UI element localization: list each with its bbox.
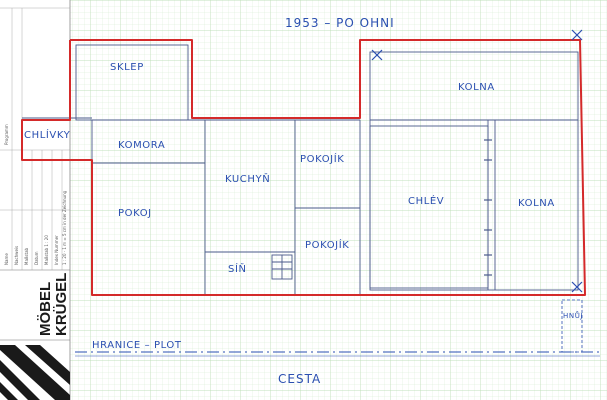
- title-block-field: Programm: [4, 124, 9, 145]
- title-block-field: Index Nummer: [54, 235, 59, 265]
- room-label-sklep: SKLEP: [110, 62, 144, 73]
- title-block-field: Datum: [34, 251, 39, 265]
- title-block-field: Maßstab 1 : 20: [44, 235, 49, 265]
- room-label-pokojik-bottom: POKOJÍK: [305, 238, 349, 251]
- room-label-komora: KOMORA: [118, 140, 165, 151]
- title-block-field: 1 : 20 · 1 m = 5 cm in der Zeichnung: [62, 190, 67, 265]
- boundary-label: HRANICE – PLOT: [92, 340, 182, 351]
- title-block: Name Nachweis Maßstab Datum Maßstab 1 : …: [0, 0, 71, 400]
- title-block-field: Nachweis: [14, 246, 19, 265]
- room-label-kolna-right: KOLNA: [518, 198, 555, 209]
- svg-text:MÖBEL: MÖBEL: [37, 282, 54, 336]
- room-label-kolna-top: KOLNA: [458, 82, 495, 93]
- room-label-chlivky: CHLÍVKY: [24, 128, 71, 141]
- drawing-title: 1953 – PO OHNI: [285, 16, 395, 30]
- building-outline: [21, 39, 586, 296]
- room-label-hnuj: HNŮJ: [563, 311, 583, 320]
- road-label: CESTA: [278, 372, 321, 386]
- door-marks: [484, 139, 492, 276]
- title-block-field: Maßstab: [24, 247, 29, 265]
- corner-marks: [371, 29, 583, 293]
- room-label-kuchyn: KUCHYŇ: [225, 172, 270, 185]
- brand-logo: MÖBEL KRÜGEL: [0, 273, 70, 400]
- room-label-sin: SÍŇ: [228, 262, 247, 275]
- grid-paper: [70, 0, 607, 400]
- room-label-chlev: CHLÉV: [408, 194, 444, 207]
- title-block-field: Name: [4, 253, 9, 265]
- svg-text:KRÜGEL: KRÜGEL: [53, 273, 70, 336]
- room-label-pokoj: POKOJ: [118, 208, 152, 219]
- hnuj-box: [561, 299, 583, 353]
- room-label-pokojik-top: POKOJÍK: [300, 152, 344, 165]
